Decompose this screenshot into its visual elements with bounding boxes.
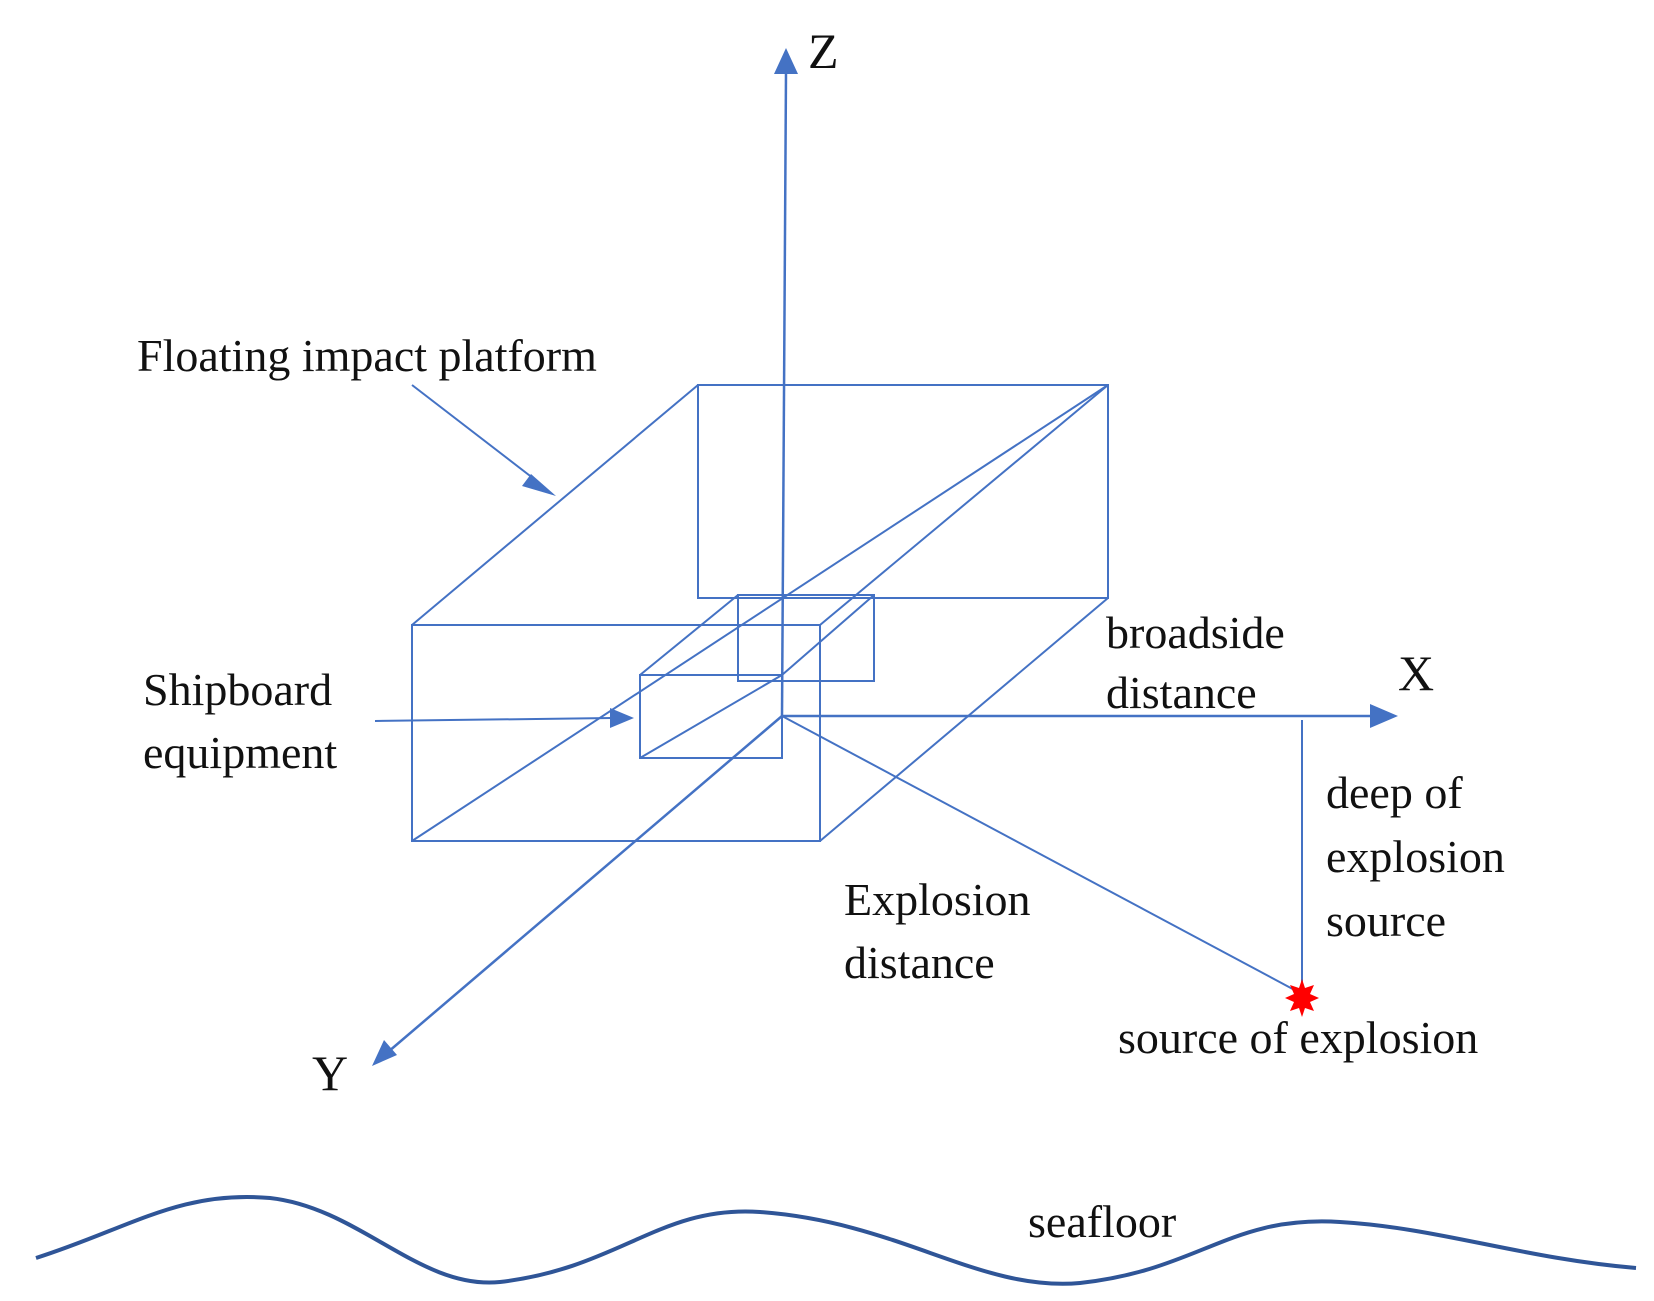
seafloor-label: seafloor: [1028, 1196, 1176, 1247]
y-axis-label: Y: [312, 1045, 348, 1101]
depth-label-line2: explosion: [1326, 831, 1505, 882]
depth-label-line1: deep of: [1326, 767, 1463, 818]
source-of-explosion-label: source of explosion: [1118, 1012, 1478, 1063]
depth-label-line3: source: [1326, 895, 1446, 946]
red-starburst-icon: [1285, 979, 1319, 1017]
equipment-pointer-arrow: [374, 708, 634, 728]
z-axis-label: Z: [808, 23, 839, 79]
y-axis: [372, 715, 783, 1066]
explosion-distance-label-line2: distance: [844, 937, 995, 988]
platform-pointer-arrow: [411, 384, 556, 496]
equipment-label-line2: equipment: [143, 727, 337, 778]
x-axis-label: X: [1398, 645, 1434, 701]
broadside-label-line2: distance: [1106, 667, 1257, 718]
equipment-label-line1: Shipboard: [143, 664, 332, 715]
floating-platform-box: [411, 384, 1109, 842]
seafloor-wave: [35, 1195, 1637, 1286]
platform-label: Floating impact platform: [137, 330, 597, 381]
z-axis: [774, 48, 798, 717]
explosion-distance-line: [781, 715, 1303, 995]
broadside-label-line1: broadside: [1106, 607, 1285, 658]
x-axis: [782, 704, 1398, 728]
shipboard-equipment-box: [639, 594, 875, 759]
explosion-distance-label-line1: Explosion: [844, 874, 1031, 925]
